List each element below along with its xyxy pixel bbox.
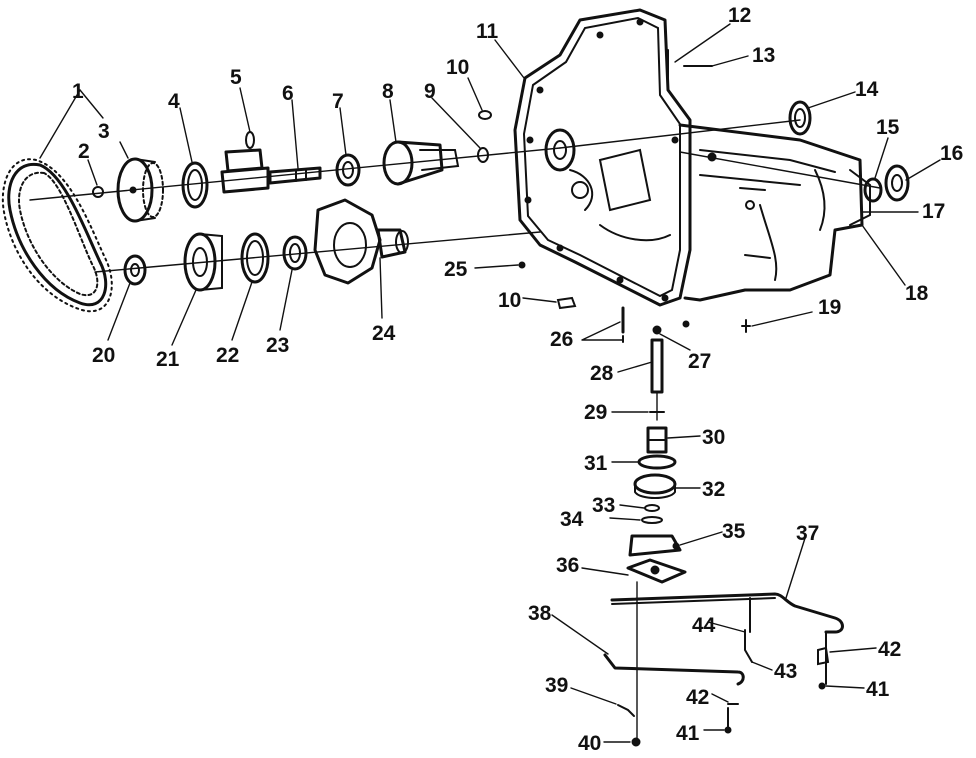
callout-1: 1 (72, 80, 84, 103)
callout-3: 3 (98, 120, 110, 143)
callout-20: 20 (92, 344, 115, 367)
callout-35: 35 (722, 520, 746, 543)
callout-labels: 1 2 3 4 5 6 7 8 9 10 10 11 12 13 14 15 1… (72, 4, 963, 755)
callout-29: 29 (584, 401, 607, 424)
callout-15: 15 (876, 116, 900, 139)
callout-34: 34 (560, 508, 584, 531)
callout-10-lower: 10 (498, 289, 521, 312)
callout-5: 5 (230, 66, 242, 89)
lower-shaft-parts (123, 198, 409, 292)
callout-39: 39 (545, 674, 568, 697)
callout-16: 16 (940, 142, 963, 165)
callout-40: 40 (578, 732, 601, 755)
callout-22: 22 (216, 344, 239, 367)
leader-lines (39, 23, 941, 743)
callout-9: 9 (424, 80, 436, 103)
callout-11: 11 (476, 20, 499, 43)
callout-4: 4 (168, 90, 180, 113)
upper-shaft-parts (92, 110, 492, 223)
callout-21: 21 (156, 348, 180, 371)
callout-41-right: 41 (866, 678, 890, 701)
callout-28: 28 (590, 362, 614, 385)
callout-7: 7 (332, 90, 344, 113)
shift-stack (626, 325, 687, 743)
callout-41-left: 41 (676, 722, 700, 745)
axis-lines (29, 119, 881, 273)
callout-30: 30 (702, 426, 725, 449)
linkage (603, 592, 844, 747)
transmission-case (513, 8, 910, 333)
callout-33: 33 (592, 494, 615, 517)
drive-chain (1, 158, 113, 313)
callout-14: 14 (855, 78, 879, 101)
callout-36: 36 (556, 554, 579, 577)
callout-42-right: 42 (878, 638, 901, 661)
callout-2: 2 (78, 140, 90, 163)
callout-12: 12 (728, 4, 751, 27)
callout-13: 13 (752, 44, 775, 67)
callout-42-left: 42 (686, 686, 709, 709)
callout-38: 38 (528, 602, 552, 625)
callout-26: 26 (550, 328, 573, 351)
callout-8: 8 (382, 80, 394, 103)
callout-27: 27 (688, 350, 711, 373)
callout-18: 18 (905, 282, 929, 305)
callout-43: 43 (774, 660, 797, 683)
callout-44: 44 (692, 614, 716, 637)
callout-24: 24 (372, 322, 396, 345)
callout-37: 37 (796, 522, 819, 545)
callout-6: 6 (282, 82, 294, 105)
callout-19: 19 (818, 296, 841, 319)
callout-25: 25 (444, 258, 468, 281)
callout-10-upper: 10 (446, 56, 469, 79)
callout-31: 31 (584, 452, 608, 475)
fasteners (518, 261, 690, 343)
callout-32: 32 (702, 478, 725, 501)
callout-23: 23 (266, 334, 289, 357)
callout-17: 17 (922, 200, 945, 223)
